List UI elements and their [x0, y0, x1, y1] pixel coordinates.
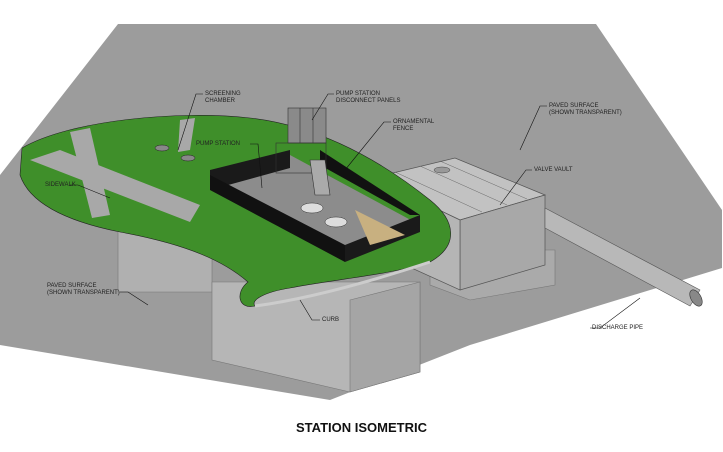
label-sidewalk: SIDEWALK	[45, 182, 76, 188]
curb	[254, 260, 431, 308]
label-line: CHAMBER	[205, 98, 236, 104]
label-line: PUMP STATION	[336, 91, 381, 97]
label-line: FENCE	[393, 126, 414, 132]
discharge-pipe	[544, 207, 703, 307]
label-line: PAVED SURFACE	[549, 103, 599, 109]
drawing-title: STATION ISOMETRIC	[296, 420, 427, 435]
disconnect-panels	[275, 107, 331, 196]
pump-station	[210, 150, 420, 262]
label-curb: CURB	[322, 317, 340, 323]
label-paved-surface-left: PAVED SURFACE(SHOWN TRANSPARENT)	[47, 283, 120, 297]
label-pump-station: PUMP STATION	[196, 141, 241, 147]
label-line: SCREENING	[205, 91, 241, 97]
label-line: (SHOWN TRANSPARENT)	[549, 110, 622, 116]
screening-chamber-hatches	[154, 144, 196, 162]
label-line: ORNAMENTAL	[393, 119, 435, 125]
label-line: DISCONNECT PANELS	[336, 98, 401, 104]
leader-lines	[70, 93, 641, 329]
label-paved-surface-right: PAVED SURFACE(SHOWN TRANSPARENT)	[549, 103, 622, 117]
label-line: (SHOWN TRANSPARENT)	[47, 290, 120, 296]
label-line: PAVED SURFACE	[47, 283, 97, 289]
label-discharge-pipe: DISCHARGE PIPE	[592, 325, 644, 331]
label-valve-vault: VALVE VAULT	[534, 167, 573, 173]
sidewalks	[30, 118, 200, 222]
